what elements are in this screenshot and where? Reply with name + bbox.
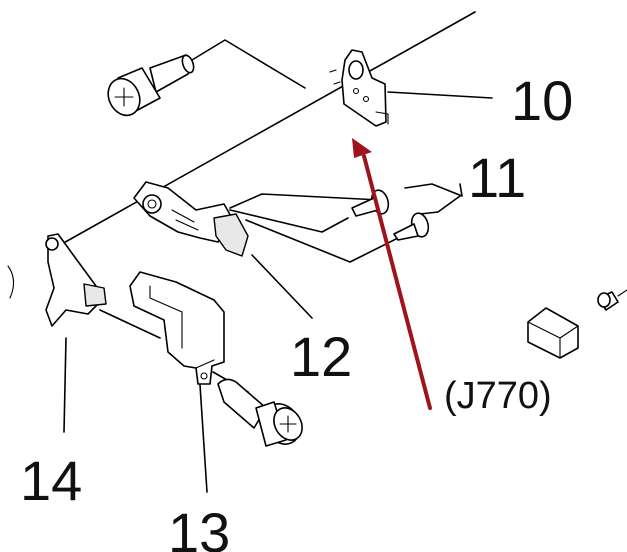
leader-12 [251, 254, 313, 319]
callout-11: 11 [468, 146, 526, 209]
guide-12-mid [229, 209, 349, 233]
leader-13 [199, 384, 208, 493]
arrow-head [352, 138, 372, 158]
callout-13: 13 [168, 501, 230, 552]
callout-14: 14 [20, 449, 82, 512]
connector-block-j770 [527, 289, 627, 359]
screw-bottom [217, 378, 303, 447]
guide-14-bracket [99, 309, 161, 339]
leader-11 [404, 183, 463, 197]
part-14-hook-lever [7, 233, 107, 327]
red-indicator-arrow [352, 138, 432, 410]
guide-11-lower [419, 195, 461, 215]
part-12-sensor-lever [133, 181, 249, 257]
callout-connector-j770: (J770) [444, 375, 552, 417]
part-11-screws [351, 189, 430, 241]
screw-top-guide-line [191, 39, 306, 89]
arrow-shaft [362, 154, 432, 410]
guide-12-lower [245, 219, 403, 263]
screw-top-left [107, 54, 195, 117]
long-diagonal-guide-line [59, 11, 476, 246]
guide-12-upper [229, 193, 381, 209]
part-10-bracket [329, 49, 389, 127]
part-13-sensor-housing [129, 271, 225, 385]
leader-10 [387, 91, 493, 99]
callout-12: 12 [290, 325, 352, 388]
leader-14 [63, 337, 67, 433]
callout-10: 10 [511, 69, 573, 132]
